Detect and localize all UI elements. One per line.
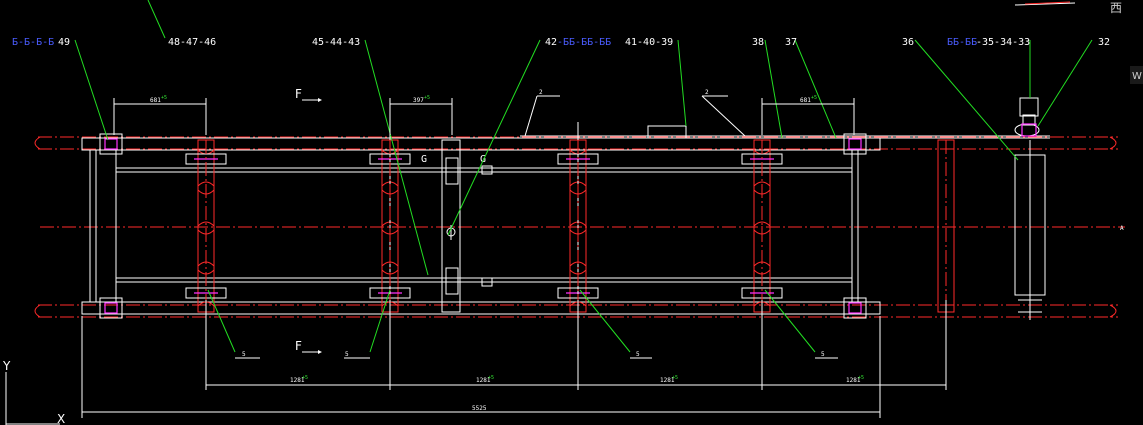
tail-roller bbox=[937, 139, 955, 313]
frame-bottom-rail bbox=[81, 301, 881, 315]
dimension-top-right: 681 +5 bbox=[761, 95, 855, 135]
weld-symbol-5c: 5 bbox=[630, 351, 652, 359]
weld-symbol-5a: 5 bbox=[235, 351, 260, 359]
viewcube-w-label: W bbox=[1132, 71, 1142, 82]
section-marker-f-bottom: F bbox=[295, 339, 322, 354]
weld-symbol-5b: 5 bbox=[344, 351, 370, 359]
svg-text:5: 5 bbox=[821, 351, 825, 358]
svg-text:681: 681 bbox=[150, 97, 161, 104]
corner-mount-br bbox=[843, 297, 867, 319]
roller-station bbox=[557, 122, 599, 330]
callout-42: 42 bbox=[545, 37, 557, 48]
corner-mount-tr bbox=[843, 133, 867, 155]
idler-roller-stations bbox=[185, 122, 783, 330]
svg-text:+5: +5 bbox=[424, 95, 430, 101]
roller-station bbox=[741, 139, 783, 313]
centerline-mark: A bbox=[1120, 225, 1124, 232]
svg-text:+5: +5 bbox=[161, 95, 167, 101]
corner-leader-line bbox=[1014, 2, 1076, 6]
svg-text:+5: +5 bbox=[672, 375, 678, 381]
roller-station bbox=[369, 122, 411, 330]
drive-pulley bbox=[1014, 140, 1046, 320]
callout-48-47-46: 48-47-46 bbox=[168, 37, 216, 48]
middle-bracket bbox=[441, 139, 493, 313]
section-g-right: G bbox=[480, 154, 486, 165]
dimension-span-4: 1281 +5 bbox=[846, 375, 864, 384]
svg-text:5: 5 bbox=[242, 351, 246, 358]
belt-left-top-end bbox=[34, 136, 41, 150]
dimension-top-middle: 397 +5 bbox=[389, 95, 453, 135]
weld-symbol-5d: 5 bbox=[815, 351, 838, 359]
callout-32: 32 bbox=[1098, 37, 1110, 48]
callout-37: 37 bbox=[785, 37, 797, 48]
svg-text:+5: +5 bbox=[488, 375, 494, 381]
callout-35-34-33: -35-34-33 bbox=[976, 37, 1030, 48]
callout-42-suffix: -ББ-ББ-ББ bbox=[557, 37, 611, 48]
svg-text:F: F bbox=[295, 339, 302, 353]
callout-49-prefix: Б-Б-Б-Б bbox=[12, 37, 54, 48]
ucs-y-label: Y bbox=[2, 359, 11, 373]
belt-right-top-end bbox=[1109, 136, 1117, 150]
svg-text:2: 2 bbox=[705, 89, 709, 96]
callout-41-40-39: 41-40-39 bbox=[625, 37, 673, 48]
belt-right-bottom-end bbox=[1109, 304, 1117, 318]
svg-text:1281: 1281 bbox=[290, 377, 305, 384]
svg-text:1281: 1281 bbox=[660, 377, 675, 384]
ucs-x-label: X bbox=[57, 412, 65, 425]
svg-text:+5: +5 bbox=[811, 95, 817, 101]
weld-symbol-2b: 2 bbox=[701, 89, 746, 137]
dimension-span-3: 1281 +5 bbox=[660, 375, 678, 384]
callout-35-prefix: ББ-ББ bbox=[947, 37, 977, 48]
roller-station bbox=[185, 139, 227, 313]
dimension-span-1: 1281 +5 bbox=[290, 375, 308, 384]
svg-text:+5: +5 bbox=[858, 375, 864, 381]
svg-text:1281: 1281 bbox=[846, 377, 861, 384]
callout-45-44-43: 45-44-43 bbox=[312, 37, 360, 48]
dimension-chain-bottom bbox=[205, 300, 947, 390]
dimension-span-2: 1281 +5 bbox=[476, 375, 494, 384]
leader-lines bbox=[74, 0, 1093, 353]
callout-38: 38 bbox=[752, 37, 764, 48]
corner-mount-tl bbox=[99, 133, 123, 155]
svg-text:5: 5 bbox=[636, 351, 640, 358]
callout-36: 36 bbox=[902, 37, 914, 48]
svg-text:5525: 5525 bbox=[472, 405, 487, 412]
viewcube-west-label[interactable]: 西 bbox=[1110, 1, 1122, 15]
svg-text:681: 681 bbox=[800, 97, 811, 104]
svg-text:5: 5 bbox=[345, 351, 349, 358]
section-marker-f-top: F bbox=[295, 87, 322, 102]
section-g-left: G bbox=[421, 154, 427, 165]
corner-red-line bbox=[1024, 1, 1071, 5]
belt-left-bottom-end bbox=[34, 304, 41, 318]
svg-text:+5: +5 bbox=[302, 375, 308, 381]
corner-mount-bl bbox=[99, 297, 123, 319]
dimension-overall: 5525 bbox=[81, 316, 881, 418]
svg-text:397: 397 bbox=[413, 97, 424, 104]
weld-symbol-2a: 2 bbox=[524, 89, 560, 137]
svg-text:2: 2 bbox=[539, 89, 543, 96]
drive-motor bbox=[1014, 97, 1040, 137]
svg-text:1281: 1281 bbox=[476, 377, 491, 384]
viewcube-side[interactable] bbox=[1130, 66, 1143, 84]
frame-top-rail bbox=[81, 137, 881, 151]
svg-text:F: F bbox=[295, 87, 302, 101]
callout-49: 49 bbox=[58, 37, 70, 48]
dimension-top-left: 681 +5 bbox=[113, 95, 207, 135]
